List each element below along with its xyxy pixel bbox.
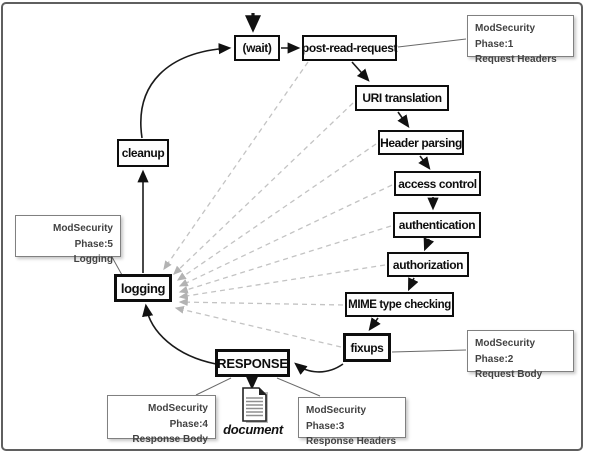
dashed-postread-to-logging (163, 61, 309, 271)
document-icon (242, 387, 268, 423)
annotation-line: ModSecurity Phase:1 (475, 23, 536, 50)
node-mime-type-checking: MIME type checking (345, 292, 454, 317)
node-authorization: authorization (387, 252, 469, 277)
document-label: document (223, 422, 283, 437)
annotation-modsecurity-phase4: ModSecurity Phase:4 Response Body (107, 395, 216, 445)
annotation-line: Response Headers (306, 436, 397, 447)
node-post-read-request: post-read-request (302, 35, 398, 61)
line-postread-to-phase1 (397, 38, 467, 48)
annotation-modsecurity-phase3: ModSecurity Phase:3 Response Headers (298, 397, 406, 447)
node-logging: logging (114, 274, 172, 302)
arrow-postread-to-uri (351, 61, 370, 82)
annotation-line: ModSecurity Phase:5 (52, 223, 113, 250)
arrow-cleanup-to-wait (140, 43, 232, 139)
node-uri-translation: URI translation (355, 85, 449, 111)
arrow-uri-to-header (397, 111, 410, 128)
line-fixups-to-phase2 (391, 349, 467, 353)
node-authentication: authentication (393, 212, 481, 238)
dashed-fixups-to-logging (174, 305, 342, 348)
dashed-mime-to-logging (178, 298, 344, 307)
arrow-authz-to-mime (408, 277, 419, 292)
arrow-header-to-access (418, 155, 431, 170)
node-wait: (wait) (234, 35, 280, 61)
annotation-line: Response Body (132, 434, 208, 445)
annotation-modsecurity-phase1: ModSecurity Phase:1 Request Headers (467, 15, 574, 65)
dashed-access-to-logging (178, 184, 393, 287)
node-fixups: fixups (343, 333, 391, 362)
node-header-parsing: Header parsing (378, 130, 464, 155)
annotation-modsecurity-phase5: ModSecurity Phase:5 Logging (15, 215, 121, 265)
annotation-line: ModSecurity Phase:4 (147, 403, 208, 430)
dashed-header-to-logging (176, 143, 377, 281)
arrow-mime-to-fixups (368, 317, 381, 331)
line-response-to-phase3 (276, 377, 321, 397)
annotation-line: ModSecurity Phase:3 (306, 405, 367, 432)
dashed-authz-to-logging (178, 264, 386, 300)
line-phase5-to-logging (111, 256, 123, 276)
arrow-fixups-to-response (294, 362, 344, 375)
dashed-uri-to-logging (173, 102, 354, 275)
node-access-control: access control (394, 171, 481, 196)
node-cleanup: cleanup (117, 139, 169, 167)
annotation-line: Request Headers (475, 54, 557, 65)
annotation-line: Logging (73, 254, 113, 265)
dashed-auth-to-logging (178, 225, 392, 294)
arrow-response-to-logging (142, 303, 217, 365)
annotation-line: ModSecurity Phase:2 (475, 338, 536, 365)
annotation-line: Request Body (475, 369, 543, 380)
line-response-to-phase4 (195, 377, 232, 396)
node-response: RESPONSE (215, 349, 290, 377)
arrow-auth-to-authz (423, 237, 435, 252)
annotation-modsecurity-phase2: ModSecurity Phase:2 Request Body (467, 330, 574, 380)
